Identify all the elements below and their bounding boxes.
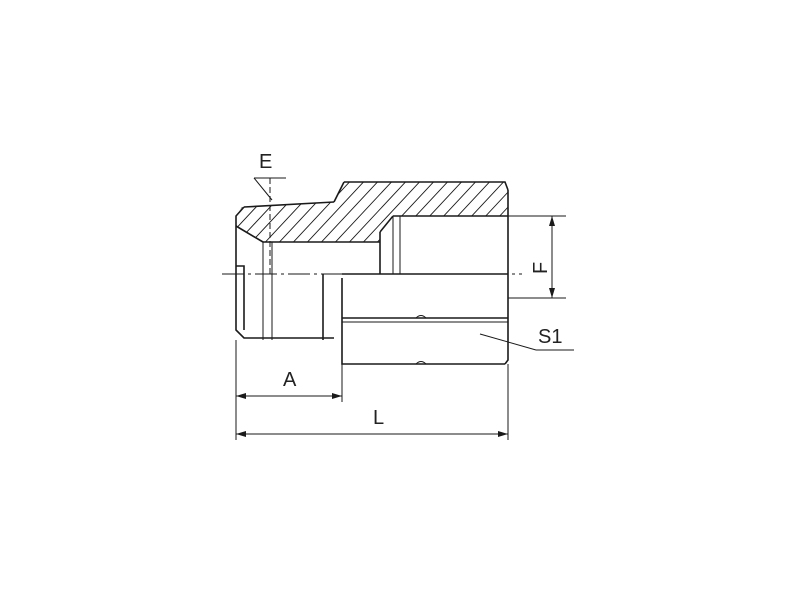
hatch-line	[341, 182, 413, 242]
hatch-line	[299, 182, 371, 242]
fitting-outline	[235, 181, 509, 365]
dimension-e: E	[253, 151, 286, 276]
hatch-line	[552, 175, 622, 250]
hatch-line	[425, 182, 497, 242]
hatch-line	[524, 175, 594, 250]
hatch-line	[285, 182, 357, 242]
label-l: L	[373, 407, 384, 429]
label-f: F	[530, 262, 552, 274]
hatch-line	[538, 175, 608, 250]
hatch-line	[236, 182, 287, 242]
hatch-line	[236, 182, 245, 242]
hatch-line	[313, 182, 385, 242]
hatch-line	[411, 182, 483, 242]
hatch-line	[271, 182, 343, 242]
hatch-line	[327, 182, 399, 242]
bore-lines	[235, 215, 508, 340]
label-s1: S1	[538, 326, 562, 348]
hatch-line	[383, 182, 455, 242]
section-hatching	[160, 175, 622, 250]
hatch-line	[236, 182, 273, 242]
hatch-line	[510, 175, 580, 250]
hatch-line	[397, 182, 469, 242]
dimension-s1: S1	[479, 326, 574, 351]
hatch-line	[243, 182, 315, 242]
hatch-line	[355, 182, 427, 242]
hatch-line	[160, 175, 230, 250]
hatch-line	[439, 182, 508, 242]
hatch-line	[467, 182, 508, 242]
hatch-line	[481, 182, 508, 242]
dimension-a: A	[235, 340, 343, 402]
hatch-line	[236, 182, 259, 242]
label-a: A	[283, 369, 297, 391]
label-e: E	[259, 151, 272, 173]
dimension-l: L	[235, 364, 509, 440]
hatch-line	[236, 182, 301, 242]
hatch-line	[257, 182, 329, 242]
hatch-line	[453, 182, 508, 242]
dimension-f: F	[508, 215, 566, 299]
